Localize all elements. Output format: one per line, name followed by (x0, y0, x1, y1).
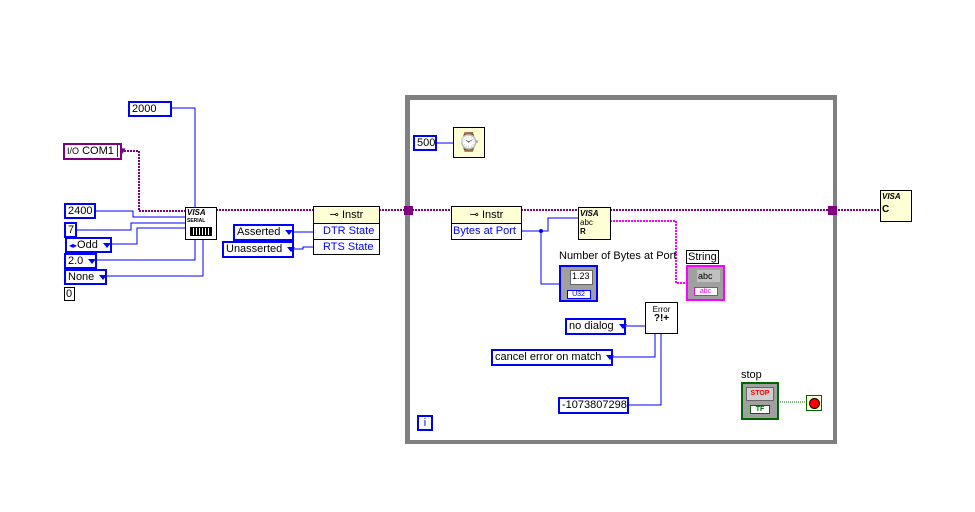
dialog-mode-constant[interactable]: no dialog (565, 318, 626, 335)
baud-rate-constant[interactable]: 2400 (64, 203, 96, 219)
bytes-indicator-label: Number of Bytes at Port (559, 250, 677, 262)
loop-tunnel-out (828, 206, 837, 215)
stop-label: stop (741, 369, 762, 381)
visa-configure-serial-node[interactable]: VISA SERIAL (185, 207, 217, 240)
flow-control-constant[interactable]: None (64, 269, 107, 285)
string-display: abc (697, 270, 720, 282)
type-badge: abc (693, 287, 718, 296)
visa-close-node[interactable]: VISA C (880, 190, 912, 222)
iteration-terminal: i (417, 415, 433, 431)
type-badge: TF (750, 405, 770, 414)
serial-port-icon (190, 227, 212, 236)
enum-arrows-icon: ◂▸ (69, 241, 78, 250)
stop-bits-constant[interactable]: 2.0 (64, 253, 97, 269)
numeric-display: 1.23 (570, 270, 593, 285)
type-badge: U32 (566, 290, 591, 299)
property-rts-state[interactable]: RTS State (323, 241, 374, 253)
timeout-wire (171, 107, 196, 207)
node-label: VISA (882, 192, 901, 201)
rts-state-constant[interactable]: Unasserted (222, 241, 294, 258)
property-class: Instr (341, 209, 364, 221)
node-label: VISA (580, 209, 599, 218)
node-label: R (580, 227, 586, 236)
io-icon: I/O (67, 146, 80, 156)
error-mode-constant[interactable]: cancel error on match (491, 349, 613, 366)
visa-resource-wire (121, 150, 185, 212)
loop-condition-terminal[interactable] (806, 395, 822, 411)
visa-read-node[interactable]: VISA abc R (578, 207, 611, 240)
string-wire (610, 220, 688, 284)
dropdown-arrow-icon[interactable]: ▾ (116, 145, 125, 157)
plug-icon: ⊸ (329, 209, 342, 221)
string-indicator[interactable]: abc abc (686, 265, 725, 301)
node-label: ?!+ (653, 313, 670, 324)
node-label: abc (580, 218, 593, 227)
parity-constant[interactable]: ◂▸Odd (65, 237, 112, 253)
data-bits-constant[interactable]: 7 (64, 222, 77, 238)
node-label: C (882, 204, 890, 215)
node-label: SERIAL (187, 218, 206, 224)
dtr-state-constant[interactable]: Asserted (233, 224, 294, 241)
visa-resource-constant[interactable]: I/O COM1 ▾ (63, 143, 125, 160)
zero-constant[interactable]: 0 (64, 287, 75, 301)
loop-tunnel-in (404, 206, 413, 215)
node-label: VISA (187, 208, 206, 217)
wait-ms-constant[interactable]: 500 (413, 135, 437, 151)
property-class: Instr (481, 209, 504, 221)
while-loop[interactable] (405, 95, 837, 444)
clear-errors-node[interactable]: Error ?!+ (645, 302, 678, 334)
stop-sign-icon (808, 397, 820, 409)
plug-icon: ⊸ (469, 209, 482, 221)
bytes-at-port-indicator[interactable]: 1.23 U32 (559, 265, 598, 302)
timeout-constant[interactable]: 2000 (128, 101, 172, 117)
parity-value: Odd (77, 239, 111, 251)
stop-button-control[interactable]: STOP TF (741, 382, 779, 420)
wait-ms-node[interactable]: ⌚ (453, 127, 485, 158)
watch-icon: ⌚ (457, 132, 481, 152)
resource-name: COM1 (82, 145, 114, 157)
property-node-dtr-rts[interactable]: ⊸ Instr DTR State RTS State (313, 206, 380, 255)
error-code-constant[interactable]: -1073807298 (558, 397, 629, 414)
node-label: Error (652, 305, 671, 314)
string-indicator-label: String (686, 250, 719, 264)
property-dtr-state[interactable]: DTR State (314, 224, 379, 240)
property-bytes-at-port[interactable]: Bytes at Port (453, 225, 516, 237)
stop-button[interactable]: STOP (746, 387, 774, 401)
property-node-bytes-at-port[interactable]: ⊸ Instr Bytes at Port (451, 206, 522, 240)
